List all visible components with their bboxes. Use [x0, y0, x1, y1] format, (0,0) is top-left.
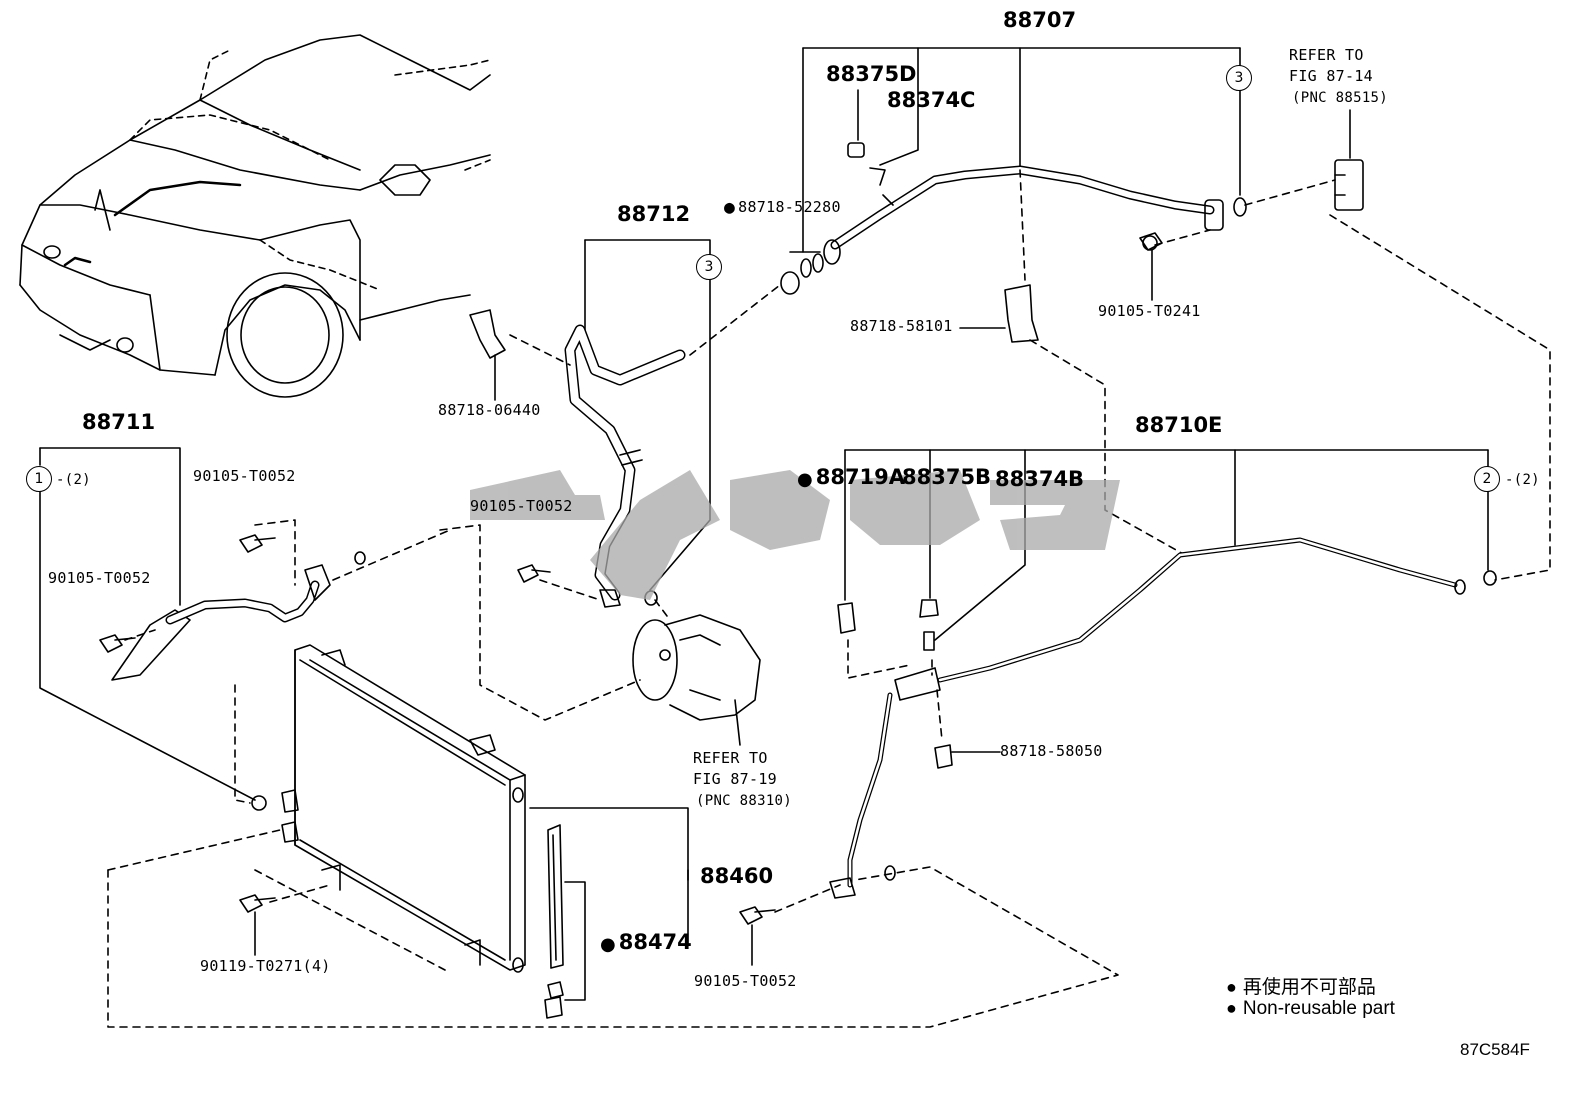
callout-1: 1	[26, 466, 52, 492]
hose-88711	[39, 447, 641, 811]
label-88711: 88711	[82, 410, 156, 434]
legend-bullet: ●	[1226, 977, 1237, 997]
expansion-valve	[1329, 109, 1551, 581]
clamp-88718-06440	[469, 309, 506, 401]
non-reusable-marker: ●	[797, 469, 813, 490]
label-88718-52280-text: 88718-52280	[738, 198, 841, 216]
bolts	[99, 232, 1163, 966]
watermark	[470, 470, 1120, 600]
label-88718-52280: ●88718-52280	[724, 197, 841, 218]
label-90105-T0052-left: 90105-T0052	[48, 569, 151, 587]
label-88374B: 88374B	[995, 467, 1085, 491]
ref-fig-87-19: FIG 87-19	[693, 770, 777, 788]
label-90105-T0241: 90105-T0241	[1098, 302, 1201, 320]
non-reusable-marker: ●	[600, 934, 616, 955]
label-90105-T0052-mid: 90105-T0052	[470, 497, 573, 515]
refer-to-label-b: REFER TO	[693, 749, 768, 767]
label-88712: 88712	[617, 202, 691, 226]
callout-2: 2	[1474, 466, 1500, 492]
label-88718-58050: 88718-58050	[1000, 742, 1103, 760]
callout-2-qty: -(2)	[1505, 472, 1540, 488]
legend-bullet: ●	[1226, 998, 1237, 1018]
label-88375D: 88375D	[826, 62, 917, 86]
label-88375B: 88375B	[902, 465, 992, 489]
label-90119-T0271: 90119-T0271(4)	[200, 957, 331, 975]
compressor	[539, 579, 761, 746]
diagram-code: 87C584F	[1460, 1040, 1530, 1059]
ref-fig-87-14: FIG 87-14	[1289, 67, 1373, 85]
condenser	[107, 644, 1119, 1028]
label-88718-58101: 88718-58101	[850, 317, 953, 335]
label-88719A: ●88719A	[797, 465, 905, 492]
label-88707: 88707	[1003, 8, 1077, 32]
ref-pnc-88310: (PNC 88310)	[696, 793, 793, 809]
label-88460: 88460	[700, 864, 774, 888]
refer-to-label-a: REFER TO	[1289, 46, 1364, 64]
ref-pnc-88515: (PNC 88515)	[1292, 90, 1389, 106]
label-88719A-text: 88719A	[815, 465, 906, 489]
legend-en-text: Non-reusable part	[1242, 998, 1395, 1019]
callout-3-top: 3	[1226, 65, 1252, 91]
callout-3-middle: 3	[696, 254, 722, 280]
label-88474: ●88474	[600, 930, 692, 957]
label-88718-06440: 88718-06440	[438, 401, 541, 419]
non-reusable-marker: ●	[724, 197, 736, 218]
legend-en: ●Non-reusable part	[1226, 998, 1395, 1020]
legend-jp: ●再使用不可部品	[1226, 972, 1376, 999]
clamp-88718-58101	[959, 169, 1186, 556]
legend-jp-text: 再使用不可部品	[1242, 977, 1376, 998]
callout-1-qty: -(2)	[56, 472, 91, 488]
label-88474-text: 88474	[618, 930, 692, 954]
label-90105-T0052-top: 90105-T0052	[193, 467, 296, 485]
label-88710E: 88710E	[1135, 413, 1223, 437]
label-90105-T0052-bottom: 90105-T0052	[694, 972, 797, 990]
vehicle-illustration	[19, 34, 491, 398]
label-88374C: 88374C	[887, 88, 976, 112]
liquid-line-88710E	[774, 449, 1497, 913]
